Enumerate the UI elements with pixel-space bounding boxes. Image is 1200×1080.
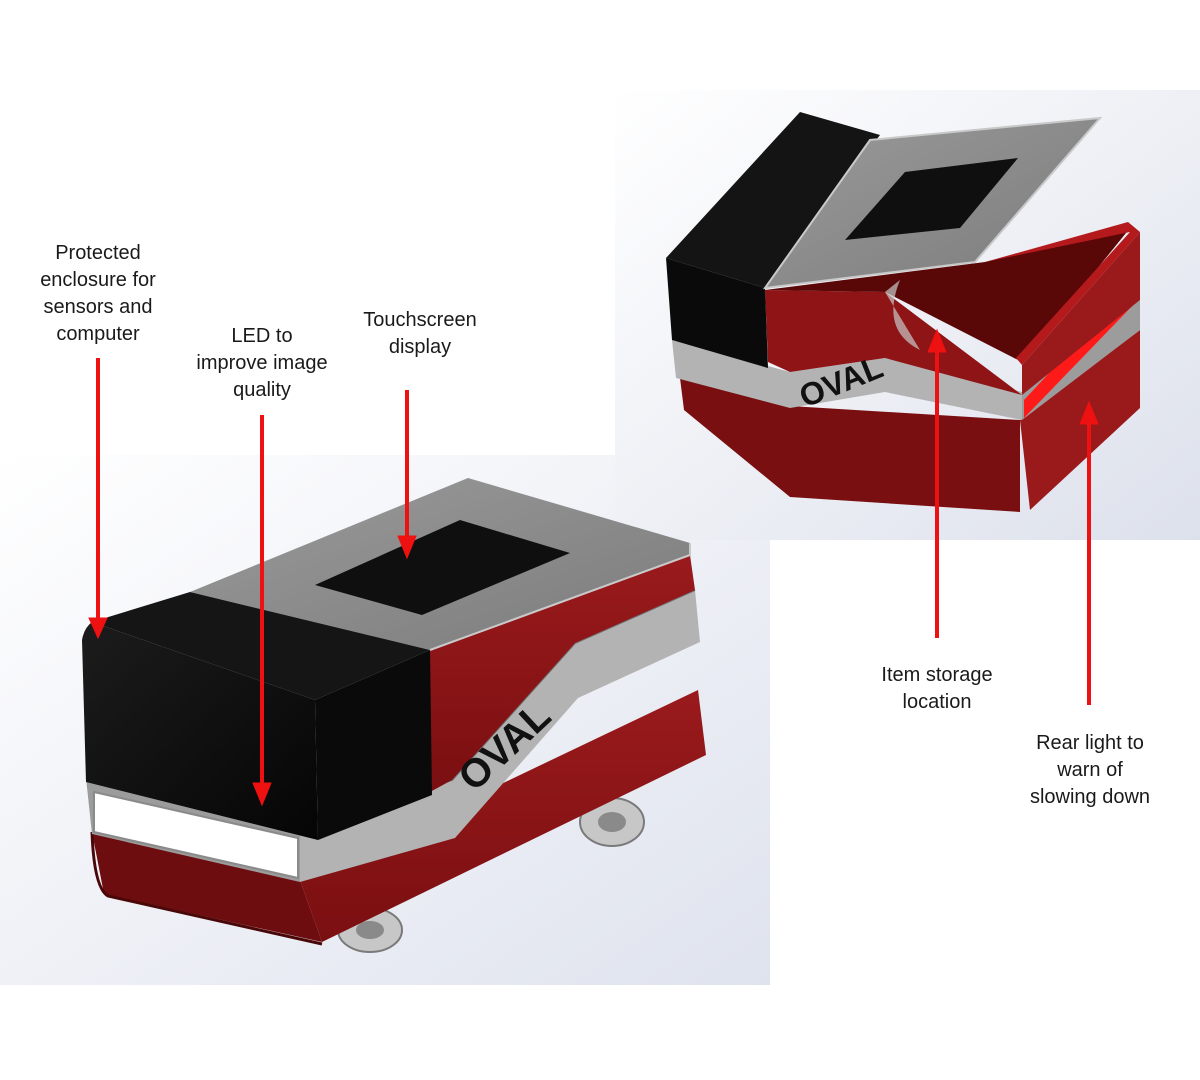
label-touchscreen: Touchscreen display — [340, 307, 500, 361]
label-enclosure: Protected enclosure for sensors and comp… — [18, 240, 178, 348]
label-rear-light: Rear light to warn of slowing down — [1005, 730, 1175, 811]
label-led: LED to improve image quality — [182, 323, 342, 404]
label-storage: Item storage location — [857, 662, 1017, 716]
